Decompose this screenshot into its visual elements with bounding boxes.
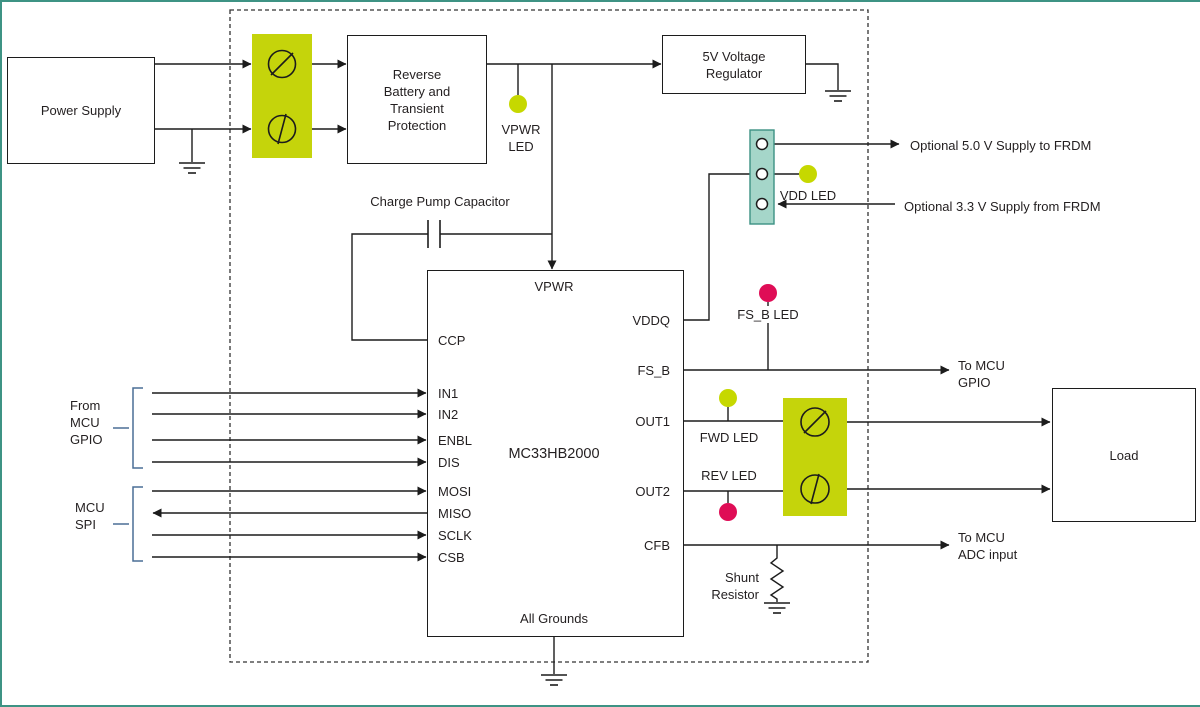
ground-symbol [763, 602, 791, 614]
regulator-line: Regulator [705, 65, 763, 81]
pin-enbl: ENBL [438, 433, 472, 448]
wires-power-input [153, 59, 347, 162]
screw-terminal [267, 49, 297, 79]
rev-led [719, 503, 737, 521]
pin-sclk: SCLK [438, 528, 472, 543]
load-label: Load [1109, 447, 1139, 463]
to-mcu-adc-label: To MCU ADC input [958, 530, 1018, 562]
fsb-led [759, 284, 777, 302]
reverse-battery-line: Transient [390, 100, 444, 116]
output-terminal-block [783, 398, 847, 516]
ground-symbol [178, 162, 206, 174]
pin-vpwr: VPWR [534, 279, 574, 294]
regulator-line: 5V Voltage [702, 48, 766, 64]
jumper-pin [755, 167, 769, 181]
load-block: Load [1052, 388, 1196, 522]
pin-in1: IN1 [438, 386, 459, 401]
all-grounds-label: All Grounds [520, 611, 588, 626]
wires-mcu-gpio [152, 388, 427, 467]
shunt-resistor-symbol [769, 545, 785, 602]
pin-dis: DIS [438, 455, 460, 470]
optional-5v-label: Optional 5.0 V Supply to FRDM [910, 138, 1092, 153]
charge-pump-label: Charge Pump Capacitor [370, 194, 510, 209]
wires-vddq-jumper [682, 139, 900, 321]
jumper-pin [755, 137, 769, 151]
vpwr-led [509, 95, 527, 113]
pin-out1: OUT1 [635, 414, 670, 429]
ground-symbol [824, 90, 852, 102]
rev-led-label: REV LED [701, 468, 757, 483]
pin-mosi: MOSI [438, 484, 472, 499]
fsb-led-label: FS_B LED [726, 306, 810, 323]
reverse-battery-line: Battery and [383, 83, 451, 99]
voltage-regulator-block: 5V Voltage Regulator [662, 35, 806, 94]
to-mcu-gpio-label: To MCU GPIO [958, 358, 1005, 390]
power-supply-block: Power Supply [7, 57, 155, 164]
ground-symbol [540, 674, 568, 686]
from-mcu-gpio-label: From MCU GPIO [70, 398, 103, 447]
pin-csb: CSB [438, 550, 465, 565]
pin-vddq: VDDQ [632, 313, 670, 328]
jumper-pin [755, 197, 769, 211]
gpio-bracket [132, 387, 143, 469]
pin-miso: MISO [438, 506, 472, 521]
screw-terminal [267, 114, 297, 144]
vdd-supply-jumper [749, 129, 775, 225]
fwd-led-label: FWD LED [699, 430, 759, 445]
vpwr-led-label: VPWR LED [501, 122, 541, 154]
vdd-led-label: VDD LED [779, 188, 837, 203]
input-terminal-block [252, 34, 312, 158]
spi-bracket [132, 486, 143, 562]
pin-out2: OUT2 [635, 484, 670, 499]
reverse-battery-block: Reverse Battery and Transient Protection [347, 35, 487, 164]
reverse-battery-line: Protection [387, 117, 447, 133]
wires-outputs [682, 302, 1051, 550]
reverse-battery-line: Reverse [392, 66, 442, 82]
pin-in2: IN2 [438, 407, 459, 422]
pin-ccp: CCP [438, 333, 466, 348]
board-outline [229, 9, 869, 663]
wires-mcu-spi [152, 486, 427, 562]
screw-terminal [800, 407, 830, 437]
power-supply-label: Power Supply [40, 103, 122, 118]
vdd-led [799, 165, 817, 183]
shunt-resistor-label: Shunt Resistor [711, 570, 759, 602]
fwd-led [719, 389, 737, 407]
ic-name: MC33HB2000 [508, 446, 600, 462]
mcu-spi-label: MCU SPI [75, 500, 105, 532]
mc33hb2000-ic-block [427, 270, 684, 637]
wires-vpwr-rail [485, 59, 839, 270]
pin-fsb: FS_B [637, 363, 670, 378]
optional-3v3-label: Optional 3.3 V Supply from FRDM [904, 199, 1101, 214]
pin-cfb: CFB [644, 538, 670, 553]
screw-terminal [800, 474, 830, 504]
charge-pump-capacitor-symbol [351, 220, 552, 341]
